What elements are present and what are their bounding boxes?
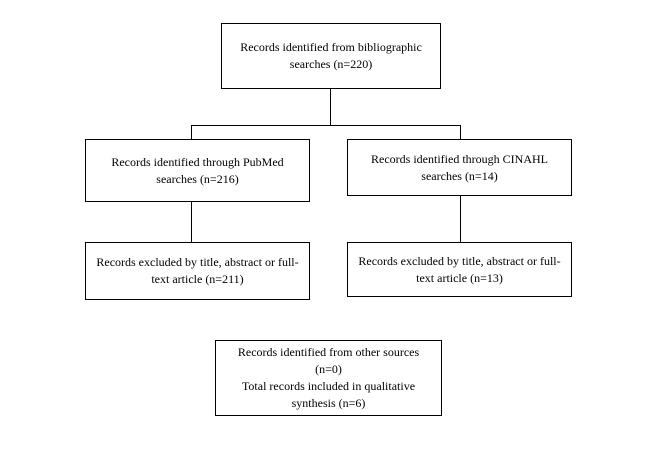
connector-horizontal [191, 125, 461, 126]
box-bibliographic-searches-text: Records identified from bibliographic se… [240, 40, 422, 71]
box-bibliographic-searches: Records identified from bibliographic se… [221, 23, 441, 89]
connector-top-down [330, 88, 331, 125]
box-pubmed-excluded-text: Records excluded by title, abstract or f… [96, 255, 299, 286]
connector-right-down [460, 125, 461, 139]
box-pubmed-text: Records identified through PubMed search… [111, 154, 284, 186]
box-final: Records identified from other sources (n… [215, 340, 442, 416]
box-final-line3: Total records included in qualitative [241, 379, 416, 393]
connector-cinahl-excluded [460, 195, 461, 242]
box-cinahl: Records identified through CINAHL search… [347, 139, 572, 196]
box-pubmed-excluded: Records excluded by title, abstract or f… [85, 242, 310, 300]
box-pubmed: Records identified through PubMed search… [85, 139, 310, 202]
box-final-line2: (n=0) [315, 362, 342, 377]
box-cinahl-excluded: Records excluded by title, abstract or f… [347, 242, 572, 297]
connector-left-down [191, 125, 192, 139]
box-cinahl-excluded-text: Records excluded by title, abstract or f… [358, 253, 561, 285]
box-cinahl-text: Records identified through CINAHL search… [371, 151, 548, 183]
box-final-line1: Records identified from other sources [237, 345, 420, 360]
box-final-line4: synthesis (n=6) [291, 395, 366, 410]
connector-pubmed-excluded [191, 201, 192, 242]
